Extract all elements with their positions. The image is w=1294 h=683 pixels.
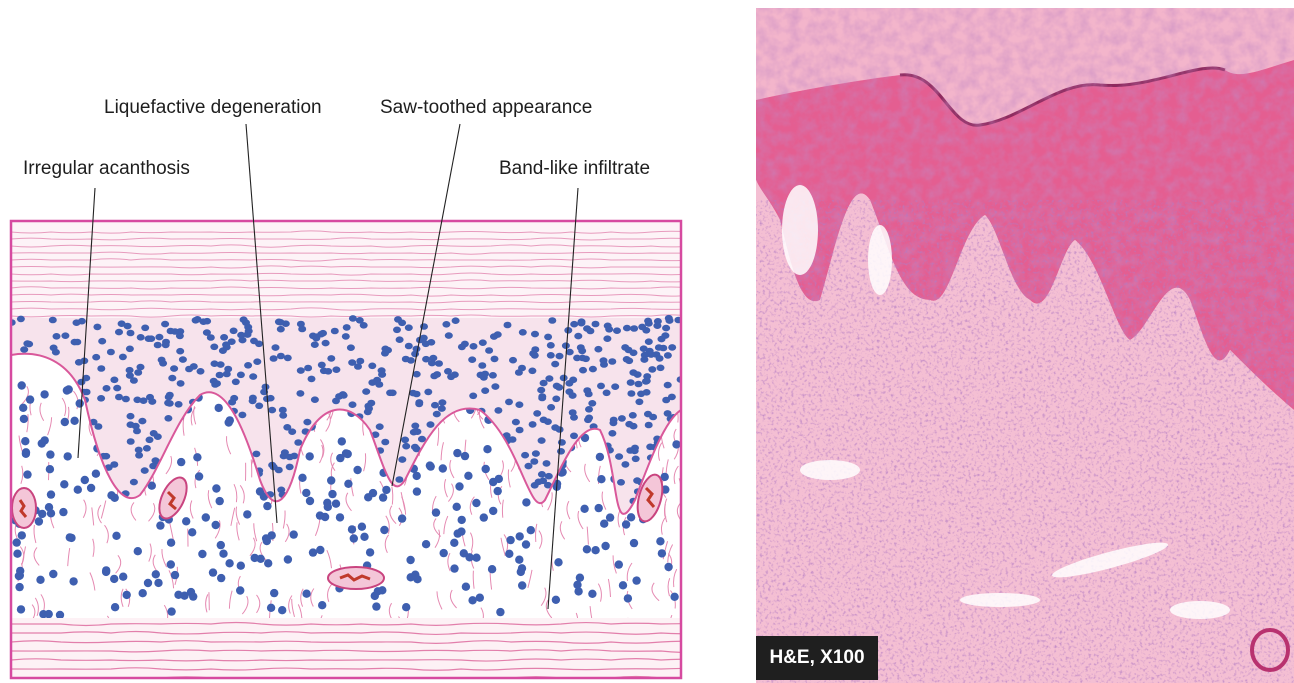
label-saw-toothed-appearance: Saw-toothed appearance	[380, 97, 592, 119]
label-irregular-acanthosis: Irregular acanthosis	[23, 158, 190, 180]
deep-dermis	[11, 618, 681, 680]
label-liquefactive-degeneration: Liquefactive degeneration	[104, 97, 322, 119]
micrograph	[756, 8, 1294, 683]
label-band-like-infiltrate: Band-like infiltrate	[499, 158, 650, 180]
keratin-layer	[11, 221, 681, 321]
stain-magnification-badge: H&E, X100	[756, 636, 878, 680]
